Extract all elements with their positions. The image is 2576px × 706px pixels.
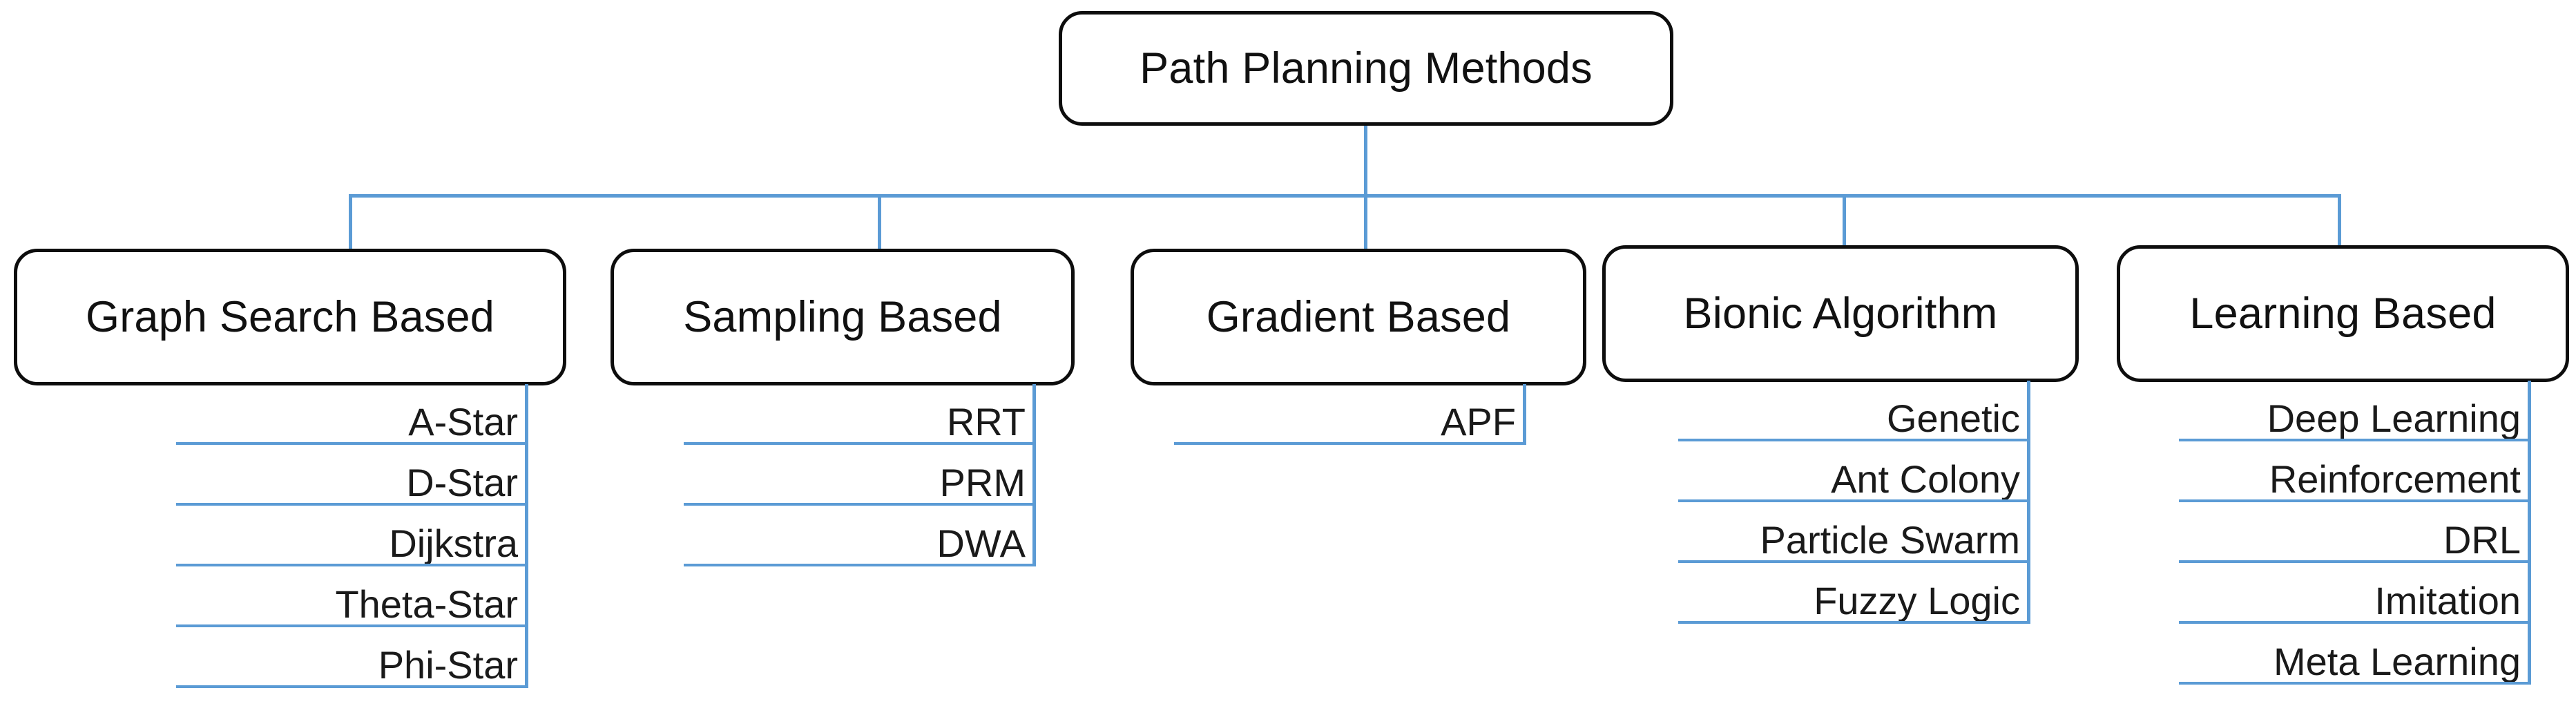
leaf-spine-sampling-based: [1032, 384, 1036, 566]
root-node-path-planning-methods[interactable]: Path Planning Methods: [1059, 11, 1673, 126]
leaf-underline: [2179, 499, 2528, 502]
leaf-label-reinforcement: Reinforcement: [2269, 457, 2521, 501]
leaf-label-deep-learning: Deep Learning: [2267, 397, 2521, 440]
leaf-label-a-star: A-Star: [408, 400, 518, 443]
leaf-label-drl: DRL: [2443, 518, 2521, 562]
connector-horizontal-bus: [349, 194, 2341, 198]
leaf-label-meta-learning: Meta Learning: [2273, 640, 2521, 683]
leaf-row[interactable]: Genetic: [1678, 381, 2027, 441]
leaf-row[interactable]: Ant Colony: [1678, 441, 2027, 502]
leaf-label-theta-star: Theta-Star: [335, 582, 518, 626]
leaf-underline: [176, 442, 525, 445]
leaf-underline: [684, 564, 1032, 566]
category-label-learning-based: Learning Based: [2189, 289, 2497, 338]
leaf-row[interactable]: Fuzzy Logic: [1678, 563, 2027, 624]
leaf-column-gradient-based: APF: [1174, 384, 1526, 445]
connector-drop-learning-based: [2338, 194, 2341, 249]
leaf-row[interactable]: A-Star: [176, 384, 525, 445]
leaf-row[interactable]: RRT: [684, 384, 1032, 445]
connector-drop-bionic-algorithm: [1843, 194, 1846, 249]
leaf-column-bionic-algorithm: Genetic Ant Colony Particle Swarm Fuzzy …: [1678, 381, 2030, 624]
leaf-label-genetic: Genetic: [1887, 397, 2020, 440]
leaf-underline: [2179, 682, 2528, 685]
category-node-learning-based[interactable]: Learning Based: [2117, 245, 2569, 382]
leaf-underline: [684, 442, 1032, 445]
leaf-label-imitation: Imitation: [2374, 579, 2521, 622]
leaf-row[interactable]: Imitation: [2179, 563, 2528, 624]
category-node-gradient-based[interactable]: Gradient Based: [1131, 249, 1586, 385]
leaf-row[interactable]: D-Star: [176, 445, 525, 506]
connector-drop-graph-search-based: [349, 194, 352, 249]
leaf-row[interactable]: Particle Swarm: [1678, 502, 2027, 563]
leaf-spine-bionic-algorithm: [2027, 381, 2030, 624]
leaf-underline: [176, 564, 525, 566]
leaf-underline: [176, 685, 525, 688]
leaf-underline: [1174, 442, 1523, 445]
category-label-sampling-based: Sampling Based: [683, 292, 1002, 341]
root-node-label: Path Planning Methods: [1140, 44, 1593, 93]
category-node-bionic-algorithm[interactable]: Bionic Algorithm: [1602, 245, 2079, 382]
leaf-row[interactable]: DRL: [2179, 502, 2528, 563]
leaf-underline: [176, 624, 525, 627]
leaf-column-sampling-based: RRT PRM DWA: [684, 384, 1036, 566]
connector-root-stem: [1364, 126, 1367, 195]
leaf-underline: [1678, 621, 2027, 624]
leaf-row[interactable]: Dijkstra: [176, 506, 525, 566]
leaf-row[interactable]: Theta-Star: [176, 566, 525, 627]
leaf-label-rrt: RRT: [946, 400, 1026, 443]
leaf-label-apf: APF: [1441, 400, 1516, 443]
leaf-underline: [2179, 621, 2528, 624]
leaf-underline: [2179, 439, 2528, 441]
leaf-spine-graph-search-based: [525, 384, 528, 688]
leaf-row[interactable]: APF: [1174, 384, 1523, 445]
leaf-underline: [176, 503, 525, 506]
category-label-bionic-algorithm: Bionic Algorithm: [1683, 289, 1998, 338]
leaf-spine-learning-based: [2528, 381, 2531, 685]
leaf-row[interactable]: DWA: [684, 506, 1032, 566]
leaf-row[interactable]: Phi-Star: [176, 627, 525, 688]
leaf-column-graph-search-based: A-Star D-Star Dijkstra Theta-Star Phi-St…: [176, 384, 528, 688]
leaf-label-dijkstra: Dijkstra: [389, 522, 518, 565]
leaf-label-particle-swarm: Particle Swarm: [1760, 518, 2020, 562]
leaf-label-dwa: DWA: [936, 522, 1026, 565]
connector-drop-gradient-based: [1364, 194, 1367, 249]
leaf-label-phi-star: Phi-Star: [378, 643, 518, 687]
leaf-row[interactable]: Reinforcement: [2179, 441, 2528, 502]
leaf-underline: [1678, 499, 2027, 502]
category-node-sampling-based[interactable]: Sampling Based: [611, 249, 1075, 385]
category-label-graph-search-based: Graph Search Based: [86, 292, 494, 341]
leaf-underline: [1678, 560, 2027, 563]
category-node-graph-search-based[interactable]: Graph Search Based: [14, 249, 566, 385]
leaf-underline: [1678, 439, 2027, 441]
leaf-label-d-star: D-Star: [406, 461, 518, 504]
leaf-column-learning-based: Deep Learning Reinforcement DRL Imitatio…: [2179, 381, 2531, 685]
leaf-label-prm: PRM: [939, 461, 1026, 504]
leaf-underline: [2179, 560, 2528, 563]
connector-drop-sampling-based: [878, 194, 881, 249]
leaf-row[interactable]: Meta Learning: [2179, 624, 2528, 685]
leaf-spine-gradient-based: [1523, 384, 1526, 445]
category-label-gradient-based: Gradient Based: [1206, 292, 1511, 341]
leaf-label-fuzzy-logic: Fuzzy Logic: [1814, 579, 2020, 622]
leaf-row[interactable]: Deep Learning: [2179, 381, 2528, 441]
leaf-label-ant-colony: Ant Colony: [1831, 457, 2020, 501]
leaf-underline: [684, 503, 1032, 506]
leaf-row[interactable]: PRM: [684, 445, 1032, 506]
